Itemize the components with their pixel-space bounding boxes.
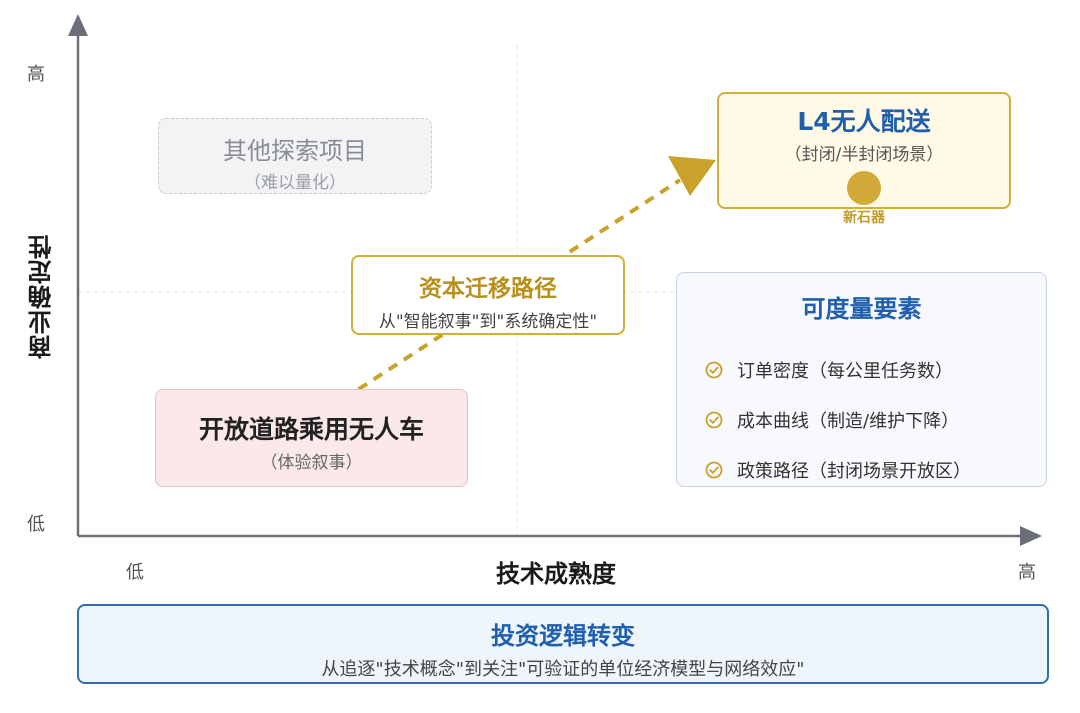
box-open-road-title: 开放道路乘用无人车: [198, 415, 424, 444]
box-l4-title: L4无人配送: [797, 107, 931, 136]
box-investment-logic-subtitle: 从追逐"技术概念"到关注"可验证的单位经济模型与网络效应": [321, 659, 805, 680]
box-investment-logic-title: 投资逻辑转变: [491, 622, 635, 650]
y-axis-high-label: 高: [27, 64, 45, 85]
company-marker-label: 新石器: [843, 210, 885, 226]
box-open-road-subtitle: （体验叙事）: [260, 453, 363, 473]
x-axis-title: 技术成熟度: [496, 560, 616, 588]
box-l4-subtitle: （封闭/半封闭场景）: [784, 145, 944, 165]
check-circle-icon: [705, 461, 723, 479]
box-measurable-factors: 可度量要素 订单密度（每公里任务数） 成本曲线（制造/维护下降） 政策路径（封闭…: [676, 272, 1047, 487]
x-axis-low-label: 低: [126, 562, 144, 583]
migration-path-arrowhead: [668, 156, 716, 196]
metric-item-label: 订单密度（每公里任务数）: [737, 361, 953, 382]
box-l4-delivery: L4无人配送 （封闭/半封闭场景） 新石器: [717, 92, 1011, 226]
box-capital-migration-title: 资本迁移路径: [419, 276, 557, 302]
metric-item: 成本曲线（制造/维护下降）: [705, 395, 971, 445]
y-axis-title: 商业确定性: [28, 234, 56, 359]
x-axis-high-label: 高: [1018, 562, 1036, 583]
check-circle-icon: [705, 361, 723, 379]
metric-item-label: 成本曲线（制造/维护下降）: [737, 411, 960, 432]
box-other-explorations-title: 其他探索项目: [223, 137, 367, 165]
check-circle-icon: [705, 411, 723, 429]
box-other-explorations-subtitle: （难以量化）: [244, 173, 346, 193]
box-capital-migration-subtitle: 从"智能叙事"到"系统确定性": [378, 312, 598, 332]
company-marker-dot: [847, 171, 881, 205]
metric-item: 订单密度（每公里任务数）: [705, 345, 971, 395]
x-axis-arrowhead: [1020, 526, 1042, 546]
metric-item: 政策路径（封闭场景开放区）: [705, 445, 971, 495]
metric-item-label: 政策路径（封闭场景开放区）: [737, 461, 971, 482]
y-axis-arrowhead: [68, 14, 88, 36]
box-measurable-factors-title: 可度量要素: [801, 295, 922, 323]
box-capital-migration: 资本迁移路径 从"智能叙事"到"系统确定性": [351, 255, 625, 335]
metric-list: 订单密度（每公里任务数） 成本曲线（制造/维护下降） 政策路径（封闭场景开放区）: [705, 345, 971, 495]
box-open-road: 开放道路乘用无人车 （体验叙事）: [155, 389, 468, 487]
box-other-explorations: 其他探索项目 （难以量化）: [158, 118, 432, 194]
y-axis-low-label: 低: [27, 514, 45, 535]
box-investment-logic: 投资逻辑转变 从追逐"技术概念"到关注"可验证的单位经济模型与网络效应": [77, 604, 1049, 684]
